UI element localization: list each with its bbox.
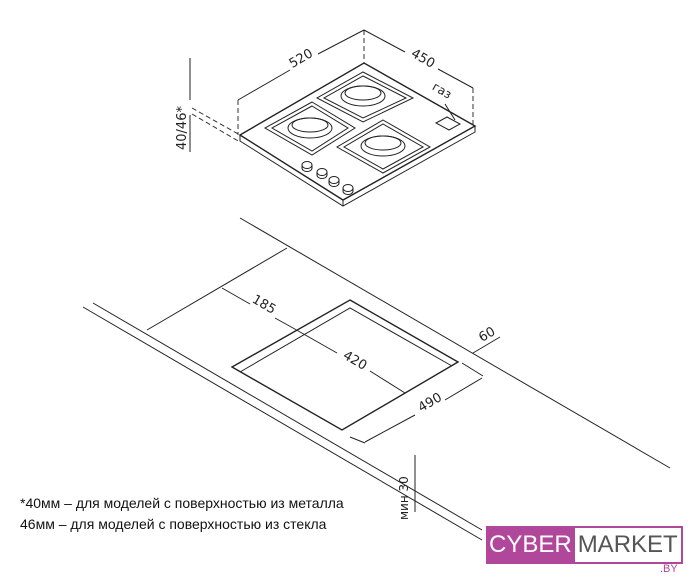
knobs <box>301 161 354 195</box>
footnote-metal: *40мм – для моделей с поверхностью из ме… <box>20 495 344 511</box>
logo-part2-box: MARKET .BY <box>574 526 683 575</box>
hob-drawing <box>189 29 477 207</box>
dim-cutout-width: 490 <box>416 390 445 415</box>
dim-offset-front: 185 <box>249 292 278 317</box>
gas-label: газ <box>430 79 454 101</box>
dim-depth: 450 <box>408 46 437 71</box>
burner-left <box>263 101 356 156</box>
dim-height: 40/46* <box>175 106 190 150</box>
dim-width: 520 <box>287 46 316 71</box>
countertop <box>82 217 671 541</box>
logo-suffix: .BY <box>659 563 678 575</box>
dim-offset-back: 60 <box>476 324 498 345</box>
burner-back <box>315 71 415 123</box>
hob-edge <box>239 126 476 207</box>
dim-cutout-depth: 420 <box>340 348 369 373</box>
footnote-glass: 46мм – для моделей с поверхностью из сте… <box>20 516 327 532</box>
cybermarket-logo: CYBER MARKET .BY <box>486 526 683 575</box>
logo-part2: MARKET <box>577 531 678 558</box>
logo-part1: CYBER <box>486 526 575 564</box>
dim-min-thickness: мин 30 <box>397 476 411 520</box>
burner-right <box>335 119 432 174</box>
gas-inlet <box>434 116 462 131</box>
cutout <box>230 299 460 431</box>
